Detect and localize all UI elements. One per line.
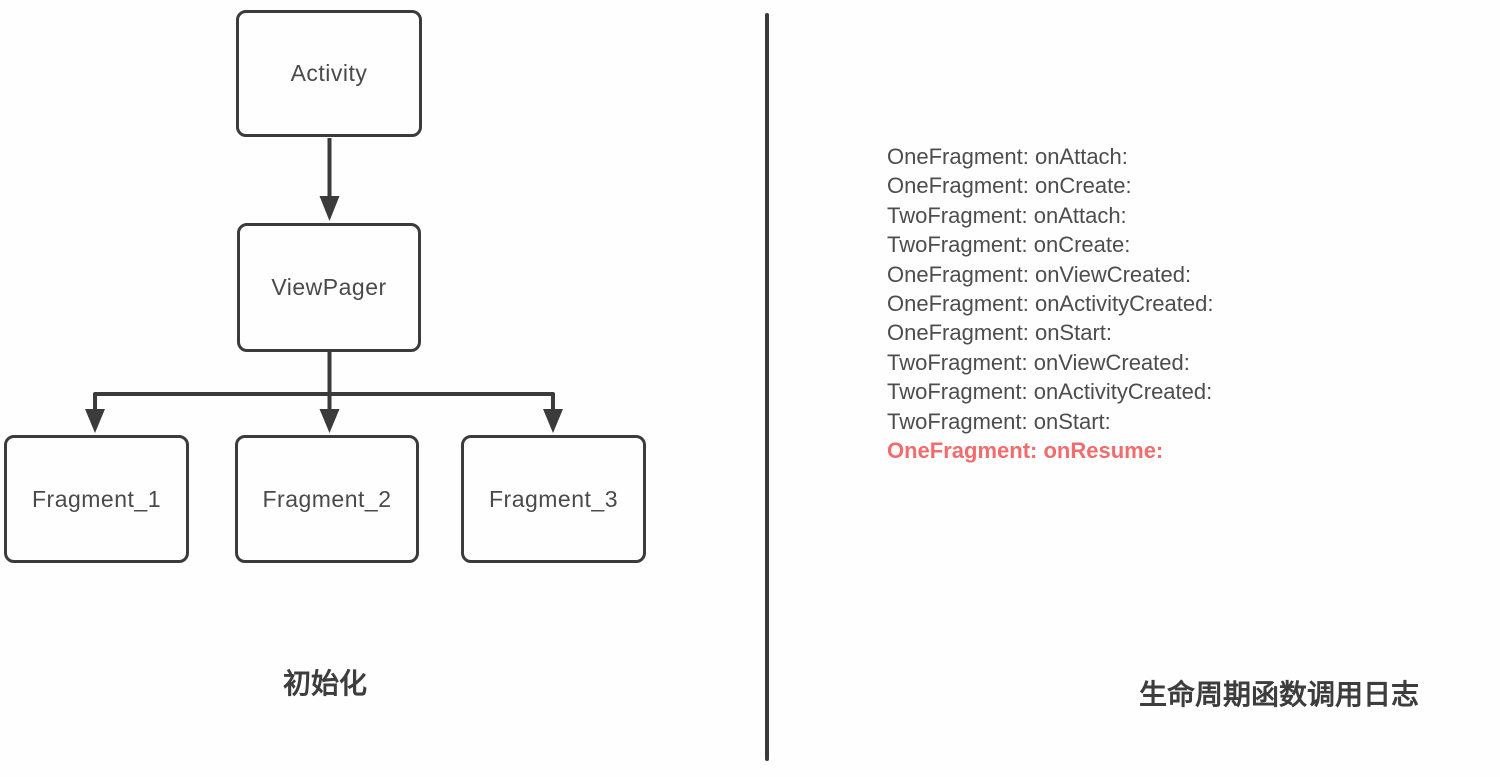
log-lines: OneFragment: onAttach: OneFragment: onCre… [887, 142, 1213, 465]
log-line: OneFragment: onAttach: [887, 144, 1128, 169]
node-viewpager: ViewPager [237, 223, 421, 352]
node-activity-label: Activity [290, 60, 368, 86]
vertical-divider [765, 13, 769, 761]
log-line: OneFragment: onCreate: [887, 173, 1132, 199]
arrowhead-down-icon [543, 409, 563, 433]
log-line: OneFragment: onViewCreated: [887, 261, 1192, 287]
node-fragment-2: Fragment_2 [235, 435, 419, 563]
log-line: OneFragment: onActivityCreated: [887, 291, 1214, 317]
diagram-caption: 初始化 [282, 668, 367, 699]
log-line: OneFragment: onStart: [887, 320, 1112, 346]
log-line: TwoFragment: onViewCreated: [887, 349, 1190, 375]
log-line: TwoFragment: onStart: [887, 408, 1111, 434]
log-caption: 生命周期函数调用日志 [1138, 679, 1419, 710]
log-line: TwoFragment: onActivityCreated: [887, 379, 1213, 405]
log-line: TwoFragment: onAttach: [887, 202, 1127, 228]
node-fragment-1: Fragment_1 [4, 435, 189, 563]
arrowhead-down-icon [85, 409, 105, 433]
arrowhead-down-icon [319, 196, 340, 221]
node-fragment-3-label: Fragment_3 [488, 485, 618, 512]
branch-rail [93, 392, 555, 412]
node-activity: Activity [236, 10, 422, 137]
node-fragment-1-label: Fragment_1 [31, 485, 161, 512]
node-viewpager-label: ViewPager [271, 274, 387, 300]
node-fragment-3: Fragment_3 [461, 435, 646, 563]
log-line: TwoFragment: onCreate: [887, 232, 1131, 258]
node-fragment-2-label: Fragment_2 [262, 485, 392, 512]
log-line: OneFragment: onResume: [887, 438, 1164, 464]
arrowhead-down-icon [319, 409, 340, 433]
